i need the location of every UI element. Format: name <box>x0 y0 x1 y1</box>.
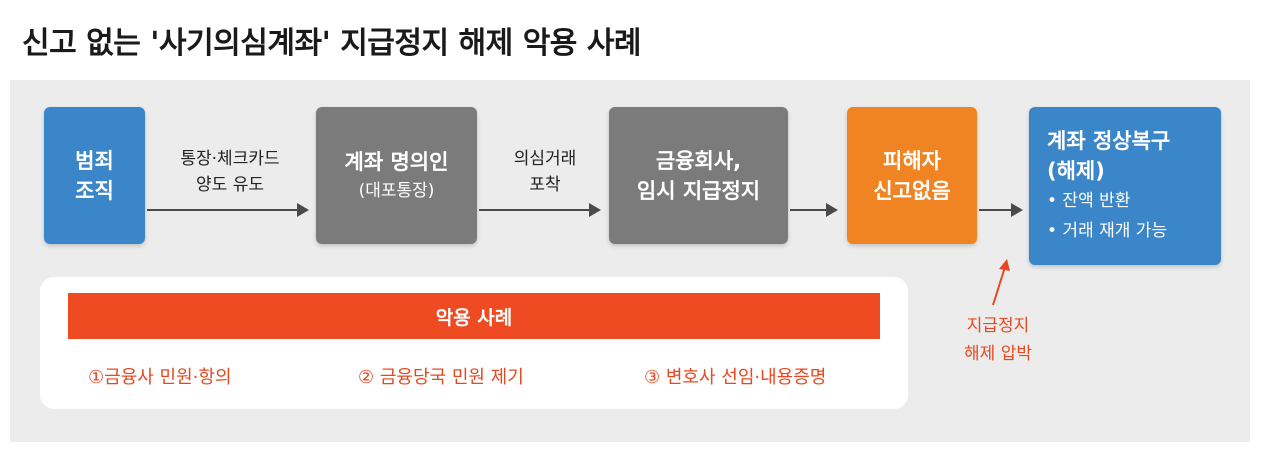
criminal-org-box: 범죄 조직 <box>44 107 145 244</box>
abuse-item-1: ①금융사 민원·항의 <box>88 367 232 388</box>
account-holder-line2: (대포통장) <box>358 180 435 201</box>
pressure-label-line1: 지급정지 <box>966 316 1030 336</box>
arrow2-label-line2: 포착 <box>529 175 561 195</box>
pressure-label: 지급정지 해제 압박 <box>940 312 1056 368</box>
page-title: 신고 없는 '사기의심계좌' 지급정지 해제 악용 사례 <box>22 26 642 61</box>
arrow-1 <box>147 203 309 217</box>
abuse-cases-heading: 악용 사례 <box>68 293 880 339</box>
abuse-item-3: ③ 변호사 선임·내용증명 <box>644 367 827 388</box>
account-restore-box: 계좌 정상복구 (해제) • 잔액 반환 • 거래 재개 가능 <box>1029 107 1221 265</box>
financial-company-line2: 임시 지급정지 <box>636 178 761 203</box>
account-holder-box: 계좌 명의인 (대포통장) <box>316 107 477 244</box>
financial-company-box: 금융회사, 임시 지급정지 <box>609 107 788 244</box>
arrow-2 <box>479 203 601 217</box>
account-restore-line2: (해제) <box>1047 159 1105 183</box>
arrow1-label-line2: 양도 유도 <box>196 175 264 195</box>
account-restore-bullet2: • 거래 재개 가능 <box>1047 221 1168 241</box>
no-victim-report-box: 피해자 신고없음 <box>847 107 977 244</box>
criminal-org-line1: 범죄 <box>75 148 114 173</box>
criminal-org-line2: 조직 <box>75 178 114 203</box>
arrow1-label: 통장·체크카드 양도 유도 <box>160 146 300 198</box>
account-restore-bullet1: • 잔액 반환 <box>1047 191 1131 211</box>
arrow-3 <box>790 203 838 217</box>
arrow1-label-line1: 통장·체크카드 <box>180 149 280 169</box>
arrow2-label: 의심거래 포착 <box>486 146 604 198</box>
pressure-label-line2: 해제 압박 <box>964 344 1032 364</box>
arrow2-label-line1: 의심거래 <box>513 149 577 169</box>
abuse-cases-panel: 악용 사례 ①금융사 민원·항의 ② 금융당국 민원 제기 ③ 변호사 선임·내… <box>40 277 908 409</box>
no-victim-report-line1: 피해자 <box>883 148 941 173</box>
account-restore-line1: 계좌 정상복구 <box>1047 129 1171 153</box>
financial-company-line1: 금융회사, <box>655 148 742 173</box>
account-holder-line1: 계좌 명의인 <box>344 149 449 174</box>
no-victim-report-line2: 신고없음 <box>873 178 951 203</box>
pressure-arrow <box>992 259 1010 306</box>
arrow-4 <box>979 203 1023 217</box>
abuse-item-2: ② 금융당국 민원 제기 <box>358 367 524 388</box>
